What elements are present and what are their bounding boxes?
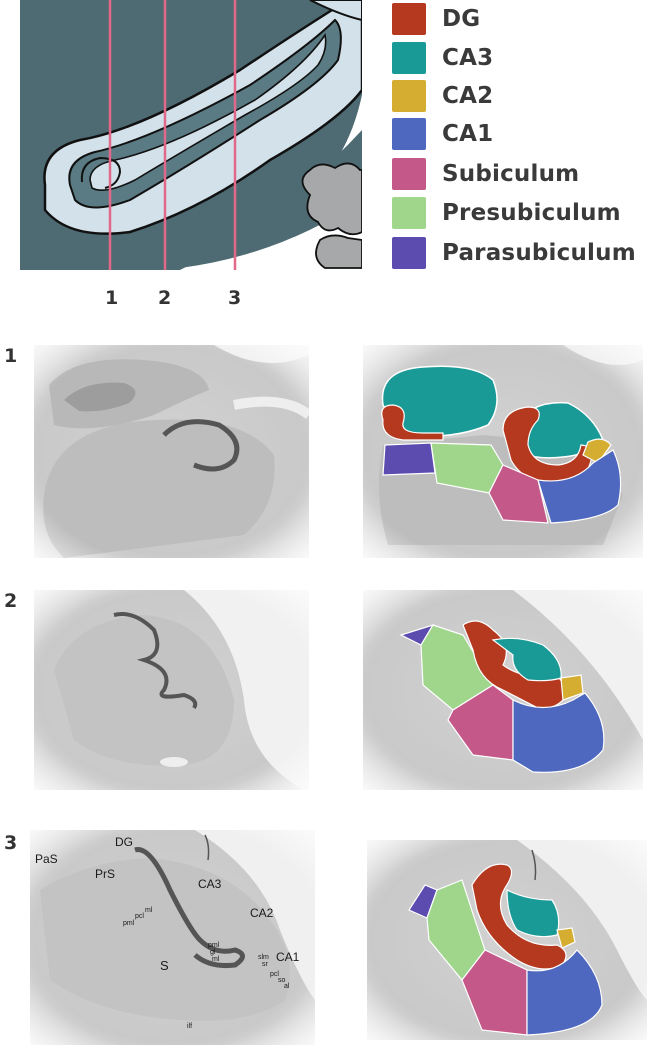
schematic-hook: [80, 156, 122, 189]
legend-item-ca2: CA2: [392, 79, 493, 113]
label-pas: PaS: [35, 852, 58, 866]
schematic-lower-band: [50, 130, 362, 268]
label-al: al: [284, 983, 290, 990]
legend-label-dg: DG: [442, 6, 481, 32]
legend-swatch-subiculum: [392, 158, 426, 190]
legend-label-ca3: CA3: [442, 45, 494, 71]
legend-swatch-dg: [392, 3, 426, 35]
section-1-raw: [34, 345, 313, 558]
label-ml-right: ml: [212, 956, 220, 963]
legend-item-ca3: CA3: [392, 41, 493, 75]
legend-label-parasubiculum: Parasubiculum: [442, 240, 636, 266]
slice-label-3: 3: [228, 287, 242, 309]
label-pcl-left: pcl: [135, 913, 144, 920]
hippocampus-schematic: [20, 0, 364, 270]
section-1-segmented: [363, 345, 643, 558]
schematic-svg: [20, 0, 364, 270]
legend-label-ca2: CA2: [442, 83, 494, 109]
section-2-raw: [34, 590, 309, 790]
schematic-gray-lobes: [301, 162, 363, 269]
legend-swatch-ca3: [392, 42, 426, 74]
label-pml-left: pml: [123, 920, 135, 927]
row-number-2: 2: [4, 590, 18, 612]
row-number-3: 3: [4, 832, 18, 854]
legend-swatch-presubiculum: [392, 197, 426, 229]
label-ilf: ilf: [187, 1023, 192, 1030]
section-2-segmented: [363, 590, 643, 790]
label-gl: gl: [210, 949, 216, 956]
legend-swatch-ca2: [392, 80, 426, 112]
label-ca1: CA1: [276, 950, 300, 964]
section-3-annotated: PaS PrS DG CA3 CA2 CA1 S pml pcl ml pml …: [30, 830, 315, 1045]
legend-label-presubiculum: Presubiculum: [442, 200, 621, 226]
label-ca3: CA3: [198, 877, 222, 891]
label-sr: sr: [262, 961, 269, 968]
row-number-1: 1: [4, 345, 18, 367]
label-s: S: [160, 958, 169, 973]
legend-item-subiculum: Subiculum: [392, 157, 579, 191]
legend-swatch-ca1: [392, 118, 426, 150]
slice-label-1: 1: [105, 287, 119, 309]
label-pcl-right: pcl: [270, 971, 279, 978]
legend-label-ca1: CA1: [442, 121, 494, 147]
slice-label-2: 2: [158, 287, 172, 309]
legend-label-subiculum: Subiculum: [442, 161, 580, 187]
label-so: so: [278, 977, 286, 984]
section-3-segmented: [367, 840, 647, 1040]
label-prs: PrS: [95, 867, 115, 881]
legend-item-presubiculum: Presubiculum: [392, 196, 621, 230]
legend-item-parasubiculum: Parasubiculum: [392, 236, 636, 270]
legend-item-dg: DG: [392, 2, 480, 36]
label-ca2: CA2: [250, 906, 274, 920]
label-pml-right: pml: [208, 942, 220, 949]
legend-item-ca1: CA1: [392, 117, 493, 151]
label-ml-left: ml: [145, 907, 153, 914]
legend-swatch-parasubiculum: [392, 237, 426, 269]
schematic-inner-core: [89, 32, 327, 191]
label-slm: slm: [258, 954, 269, 961]
label-dg: DG: [115, 835, 133, 849]
